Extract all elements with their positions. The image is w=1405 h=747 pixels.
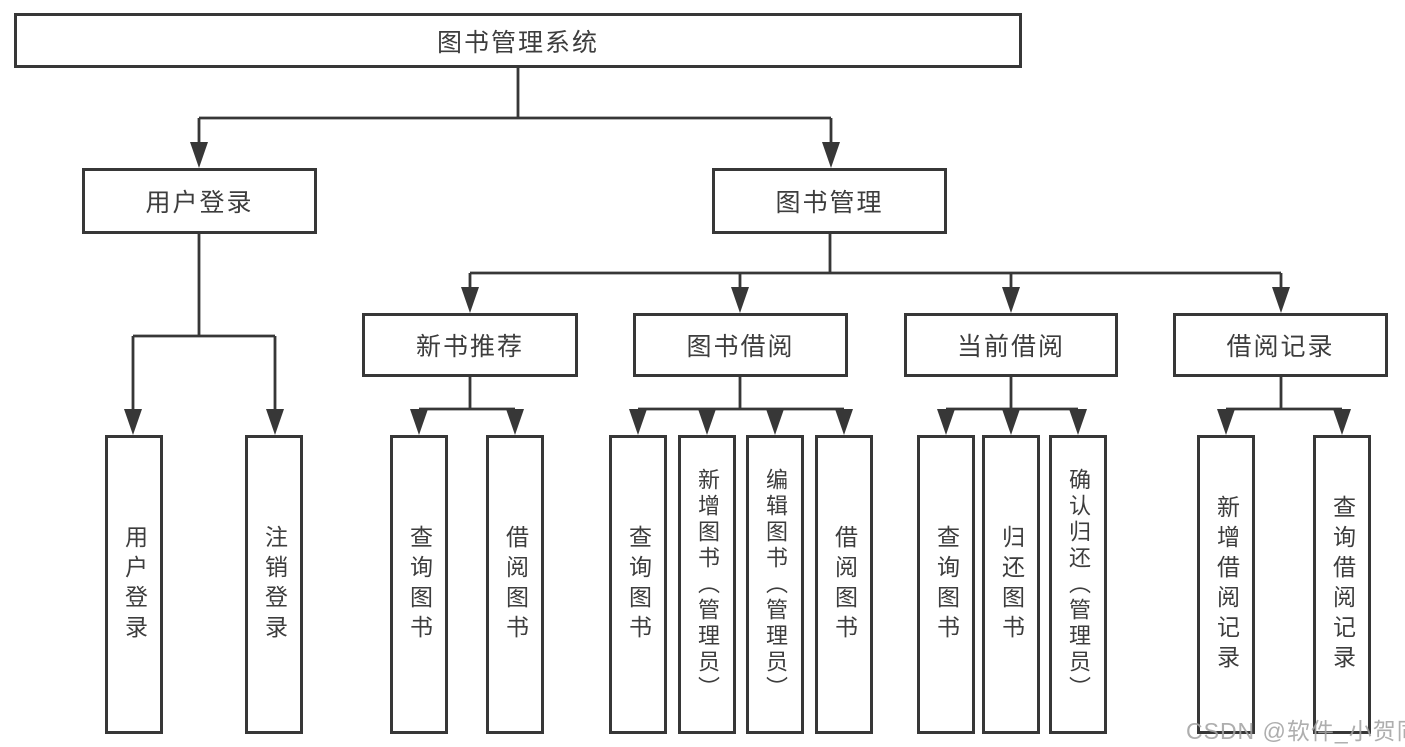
leaf-borrow-books-borrowing: 借阅图书 [815,435,873,734]
leaf-query-borrow-record: 查询借阅记录 [1313,435,1371,734]
watermark: CSDN @软件_小贺同学 [1186,718,1405,744]
leaf-query-books-current: 查询图书 [917,435,975,734]
node-library-management-system: 图书管理系统 [14,13,1022,68]
leaf-query-books-recommendation: 查询图书 [390,435,448,734]
leaf-borrow-books-recommendation: 借阅图书 [486,435,544,734]
leaf-edit-books-admin: 编辑图书（管理员） [746,435,804,734]
leaf-user-login: 用户登录 [105,435,163,734]
node-borrowing-records: 借阅记录 [1173,313,1388,377]
node-current-borrowing: 当前借阅 [904,313,1118,377]
leaf-return-books: 归还图书 [982,435,1040,734]
leaf-confirm-return-admin: 确认归还（管理员） [1049,435,1107,734]
leaf-add-borrow-record: 新增借阅记录 [1197,435,1255,734]
leaf-query-books-borrowing: 查询图书 [609,435,667,734]
node-book-borrowing: 图书借阅 [633,313,848,377]
leaf-add-books-admin: 新增图书（管理员） [678,435,736,734]
node-new-book-recommendation: 新书推荐 [362,313,578,377]
node-book-management: 图书管理 [712,168,947,234]
leaf-logout: 注销登录 [245,435,303,734]
node-user-login: 用户登录 [82,168,317,234]
